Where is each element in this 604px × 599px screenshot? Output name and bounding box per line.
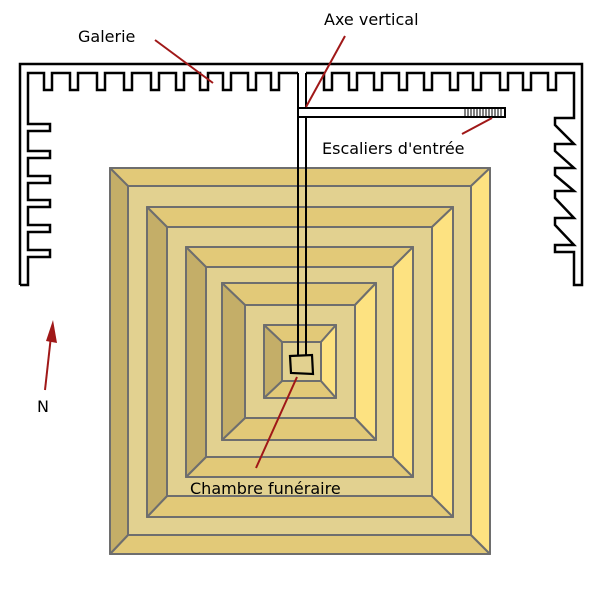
gallery-label: Galerie bbox=[78, 27, 136, 46]
bevel-bottom-1 bbox=[109, 534, 491, 555]
vertical-axis-label: Axe vertical bbox=[324, 10, 419, 29]
bevel-bottom-4 bbox=[221, 417, 377, 441]
stairs-leader bbox=[461, 117, 493, 135]
north-label: N bbox=[37, 397, 49, 416]
bevel-right-2 bbox=[431, 206, 454, 518]
leader-lines bbox=[154, 35, 493, 469]
stairs-hatching bbox=[464, 109, 502, 116]
entrance-stairs-label: Escaliers d'entrée bbox=[322, 139, 465, 158]
bevel-left-1 bbox=[109, 167, 129, 555]
bevel-top-1 bbox=[109, 167, 491, 187]
bevel-right-3 bbox=[392, 246, 414, 478]
north-arrow-icon bbox=[44, 320, 57, 391]
gallery-corridor bbox=[18, 62, 584, 287]
axis-leader bbox=[305, 35, 346, 108]
burial-chamber-label: Chambre funéraire bbox=[190, 479, 341, 498]
bevel-bottom-2 bbox=[146, 495, 454, 518]
bevel-top-3 bbox=[185, 246, 414, 268]
gallery-leader bbox=[154, 39, 214, 84]
bevel-left-3 bbox=[185, 246, 207, 478]
chamber-leader bbox=[255, 376, 298, 469]
bevel-left-2 bbox=[146, 206, 168, 518]
bevel-bottom-3 bbox=[185, 456, 414, 478]
vertical-axis-shaft bbox=[297, 73, 307, 355]
bevel-right-1 bbox=[470, 167, 491, 555]
burial-chamber bbox=[288, 353, 315, 376]
entrance-stairs-corridor bbox=[297, 107, 506, 118]
bevel-top-2 bbox=[146, 206, 454, 228]
bevel-right-4 bbox=[354, 282, 377, 441]
bevel-left-4 bbox=[221, 282, 246, 441]
